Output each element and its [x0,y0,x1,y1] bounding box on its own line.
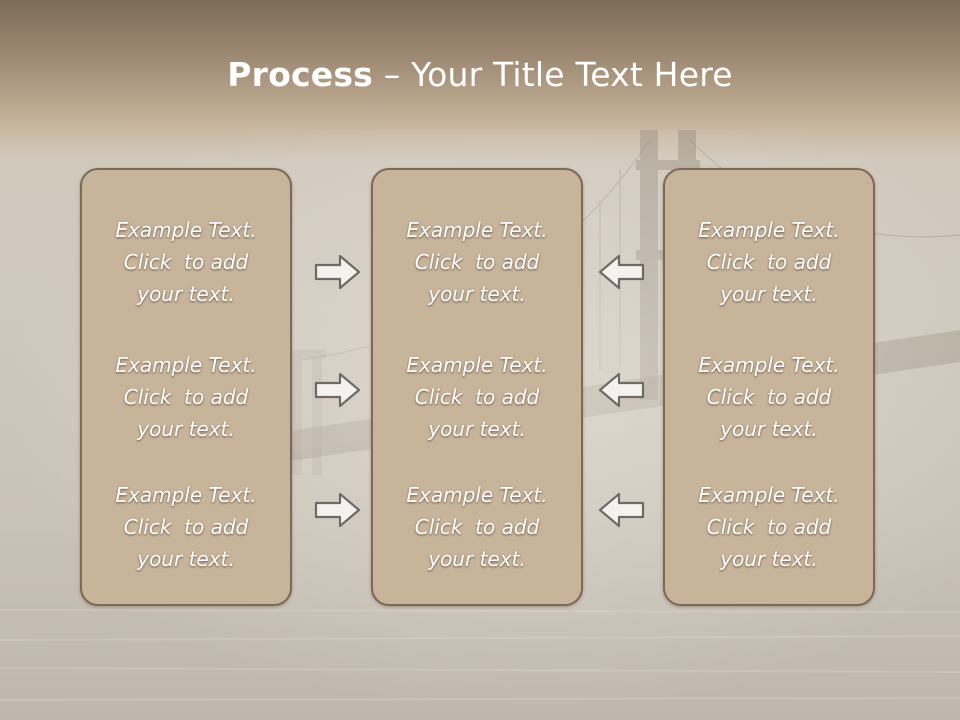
title-bar: Process – Your Title Text Here [0,40,960,110]
text-block[interactable]: Example Text. Click to add your text. [373,479,581,575]
text-line: Example Text. [698,218,840,242]
text-line: Example Text. [698,353,840,377]
text-line: your text. [137,282,235,306]
text-line: Example Text. [115,218,257,242]
left-arrow-icon[interactable] [597,490,645,530]
text-line: your text. [428,547,526,571]
title-bold-part: Process [227,55,374,94]
text-line: your text. [428,417,526,441]
text-block[interactable]: Example Text. Click to add your text. [373,214,581,310]
text-line: Example Text. [406,483,548,507]
right-arrow-icon[interactable] [314,490,362,530]
text-line: Click to add [706,250,832,274]
text-line: your text. [428,282,526,306]
left-arrow-icon[interactable] [597,252,645,292]
slide-title[interactable]: Process – Your Title Text Here [227,55,733,94]
right-arrow-icon[interactable] [314,252,362,292]
text-line: Click to add [706,385,832,409]
right-arrow-icon[interactable] [314,370,362,410]
panel-right[interactable]: Example Text. Click to add your text. Ex… [663,168,875,606]
text-block[interactable]: Example Text. Click to add your text. [665,349,873,445]
text-line: Click to add [123,250,249,274]
text-line: Example Text. [115,353,257,377]
text-line: your text. [137,417,235,441]
text-line: Click to add [123,385,249,409]
text-line: Example Text. [115,483,257,507]
text-line: Example Text. [406,353,548,377]
text-line: Click to add [414,385,540,409]
text-block[interactable]: Example Text. Click to add your text. [373,349,581,445]
text-line: Click to add [123,515,249,539]
text-line: Example Text. [698,483,840,507]
text-line: your text. [137,547,235,571]
panel-middle[interactable]: Example Text. Click to add your text. Ex… [371,168,583,606]
text-block[interactable]: Example Text. Click to add your text. [82,214,290,310]
text-line: Click to add [706,515,832,539]
text-block[interactable]: Example Text. Click to add your text. [665,479,873,575]
panel-left[interactable]: Example Text. Click to add your text. Ex… [80,168,292,606]
text-block[interactable]: Example Text. Click to add your text. [665,214,873,310]
title-rest-part: – Your Title Text Here [373,55,733,94]
text-line: Click to add [414,515,540,539]
text-line: your text. [720,547,818,571]
text-block[interactable]: Example Text. Click to add your text. [82,349,290,445]
text-line: your text. [720,417,818,441]
left-arrow-icon[interactable] [597,370,645,410]
text-line: Example Text. [406,218,548,242]
text-line: your text. [720,282,818,306]
text-block[interactable]: Example Text. Click to add your text. [82,479,290,575]
text-line: Click to add [414,250,540,274]
